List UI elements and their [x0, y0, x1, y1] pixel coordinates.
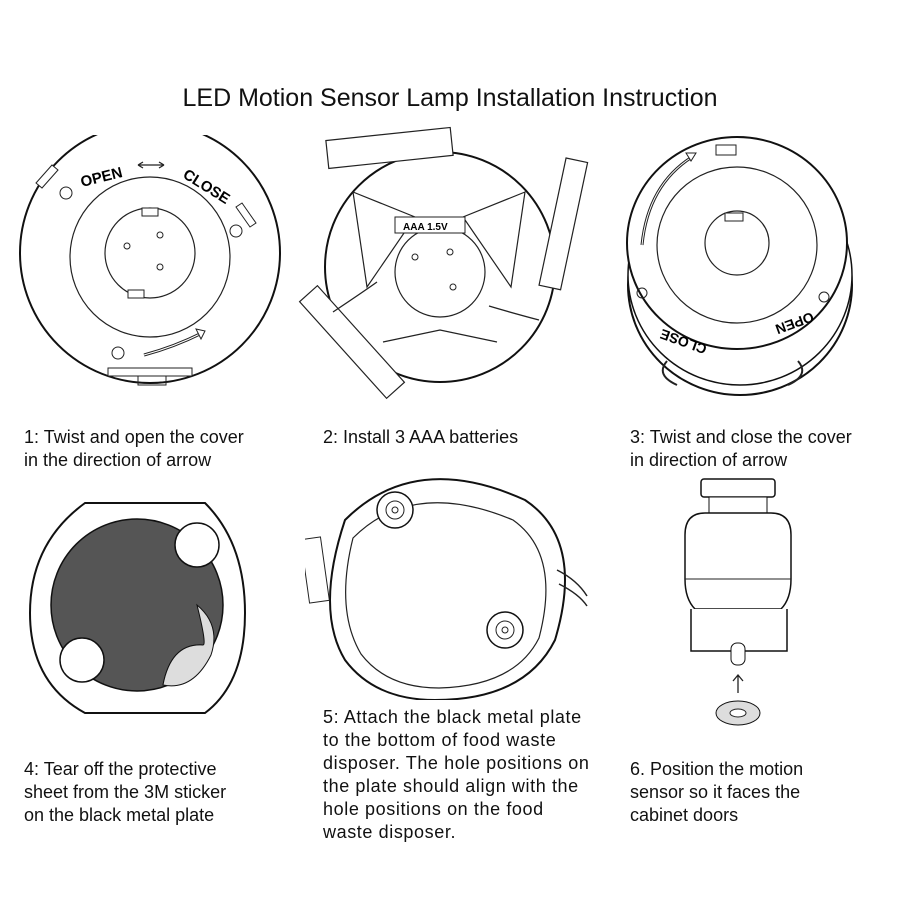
step6-caption: 6. Position the motion sensor so it face… — [630, 759, 804, 825]
step3-caption: 3: Twist and close the cover in directio… — [630, 427, 852, 470]
step2-illustration: AAA 1.5V — [298, 126, 589, 400]
step5-caption: 5: Attach the black metal plate to the b… — [323, 707, 590, 842]
step4-caption: 4: Tear off the protective sheet from th… — [24, 759, 227, 825]
step1-caption: 1: Twist and open the cover in the direc… — [24, 427, 244, 470]
step5-illustration — [305, 478, 588, 700]
step2-battery-label: AAA 1.5V — [403, 222, 448, 233]
step6-illustration — [684, 478, 792, 726]
step1-illustration: OPEN CLOSE — [19, 135, 281, 386]
step4-illustration — [28, 502, 247, 714]
step3-illustration: CLOSE OPEN — [626, 136, 853, 396]
page-title: LED Motion Sensor Lamp Installation Inst… — [182, 84, 718, 112]
step2-caption: 2: Install 3 AAA batteries — [323, 427, 519, 447]
